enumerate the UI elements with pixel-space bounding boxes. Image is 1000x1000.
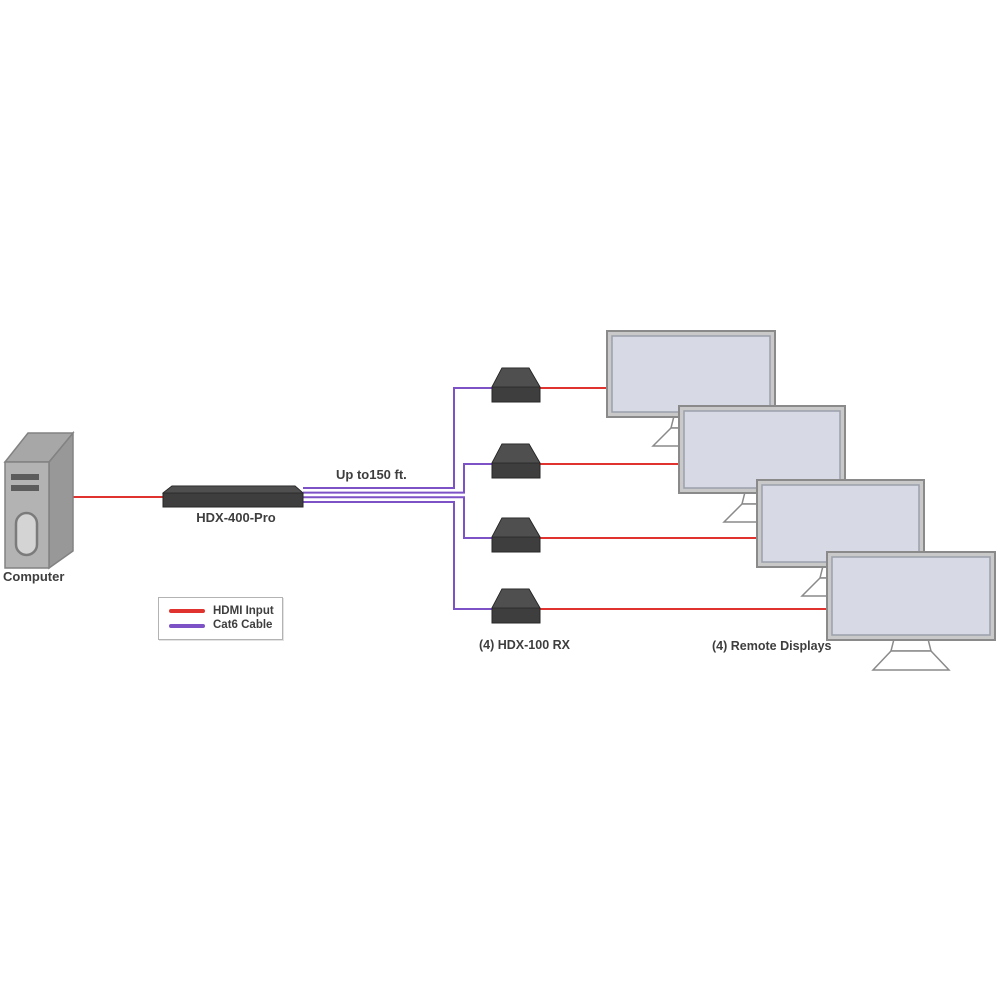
- legend-label: Cat6 Cable: [213, 619, 273, 631]
- receiver-2: [491, 443, 541, 479]
- transmitter-top: [161, 485, 304, 494]
- remote-display-1: [606, 330, 776, 447]
- computer-tower: [3, 430, 75, 570]
- cat6-cable-2: [303, 463, 492, 494]
- drive-bay-slot: [11, 474, 39, 480]
- receiver-4: [491, 588, 541, 624]
- hdmi-input-swatch: [169, 609, 205, 614]
- cat6-cable-1: [303, 387, 492, 489]
- remote-display-4: [826, 551, 996, 671]
- legend-item-cat6: Cat6 Cable: [159, 619, 282, 632]
- legend-label: HDMI Input: [213, 604, 274, 617]
- cat6-cable-4: [303, 501, 492, 610]
- receiver-top: [491, 588, 541, 609]
- cat6-cable-3: [303, 496, 492, 539]
- remote-display-2: [678, 405, 846, 523]
- drive-bay-slot: [11, 485, 39, 491]
- legend-box: HDMI Input Cat6 Cable: [158, 597, 283, 640]
- computer-label: Computer: [3, 569, 65, 584]
- receivers-label: (4) HDX-100 RX: [479, 638, 570, 652]
- display-stand-base: [871, 650, 951, 671]
- remote-displays-label: (4) Remote Displays: [712, 639, 832, 653]
- tower-power-button: [14, 511, 39, 557]
- transmitter-label: HDX-400-Pro: [196, 510, 276, 525]
- receiver-1: [491, 367, 541, 403]
- display-screen: [761, 484, 920, 563]
- receiver-3: [491, 517, 541, 553]
- hdmi-cables: [72, 387, 829, 610]
- legend-item-hdmi: HDMI Input: [159, 604, 282, 618]
- display-screen: [831, 556, 991, 636]
- cat6-cables: [303, 387, 492, 610]
- display-screen: [683, 410, 841, 489]
- receiver-top: [491, 517, 541, 538]
- cable-distance-label: Up to150 ft.: [336, 467, 407, 482]
- receiver-top: [491, 367, 541, 388]
- receiver-top: [491, 443, 541, 464]
- cat6-cable-swatch: [169, 623, 205, 628]
- display-screen: [611, 335, 771, 413]
- transmitter-device: [161, 485, 304, 508]
